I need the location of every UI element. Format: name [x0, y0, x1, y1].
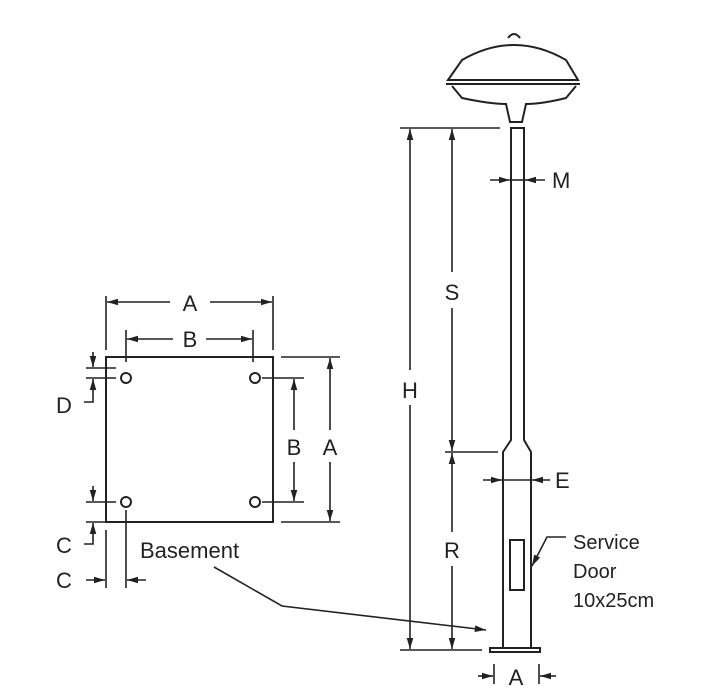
dim-label-c-left: C: [56, 533, 72, 558]
service-door-label-2: Door: [573, 561, 617, 583]
bolt-hole: [120, 496, 132, 508]
dim-label-d: D: [56, 393, 72, 418]
basement-plate: [105, 356, 274, 523]
dim-label-c-bottom: C: [56, 568, 72, 593]
dim-label-b-top: B: [183, 327, 198, 352]
dim-label-a-top: A: [183, 291, 198, 316]
dim-label-a-right: A: [323, 435, 338, 460]
dim-label-r: R: [444, 538, 460, 563]
pole: [489, 127, 541, 653]
service-door-size: 10x25cm: [573, 590, 654, 612]
dim-label-a-base: A: [509, 665, 524, 690]
service-door-label: Service: [573, 532, 640, 554]
basement-plan: A B B A D C C: [56, 291, 487, 633]
dim-label-e: E: [555, 468, 570, 493]
dim-label-m: M: [552, 168, 570, 193]
pole-dimensions: H S R M E A Service Door 10x25cm: [400, 127, 654, 690]
basement-label: Basement: [140, 538, 239, 563]
dim-label-s: S: [445, 280, 460, 305]
lamp-head: [446, 33, 580, 123]
base-plate: [489, 647, 541, 653]
bolt-hole: [120, 372, 132, 384]
bolt-hole: [249, 372, 261, 384]
bolt-hole: [249, 496, 261, 508]
dim-label-h: H: [402, 378, 418, 403]
service-door: [509, 539, 525, 591]
dim-label-b-right: B: [287, 435, 302, 460]
